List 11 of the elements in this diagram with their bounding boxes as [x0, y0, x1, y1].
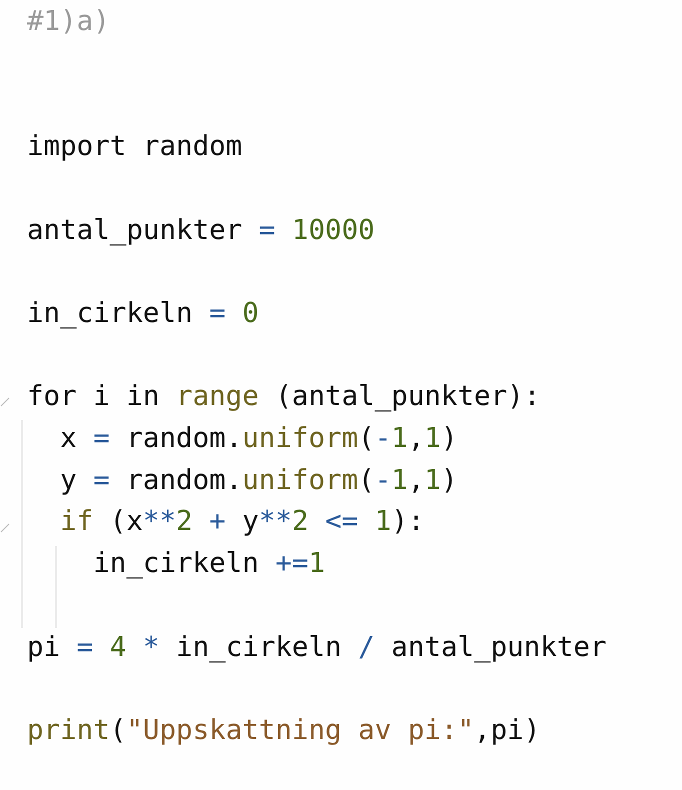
- code-line: for i in range (antal_punkter):: [27, 379, 540, 414]
- code-comment: #1)a): [27, 4, 110, 39]
- code-line: if (x**2 + y**2 <= 1):: [60, 504, 424, 540]
- code-line: in_cirkeln +=1: [93, 546, 326, 582]
- code-line: x = random.uniform(-1,1): [60, 421, 458, 456]
- code-line: y = random.uniform(-1,1): [60, 462, 458, 498]
- code-line: pi = 4 * in_cirkeln / antal_punkter: [27, 630, 607, 664]
- code-line: print("Uppskattning av pi:",pi): [27, 712, 540, 748]
- code-line: import random: [27, 129, 242, 164]
- code-line: in_cirkeln = 0: [27, 296, 259, 331]
- code-line: antal_punkter = 10000: [27, 212, 375, 248]
